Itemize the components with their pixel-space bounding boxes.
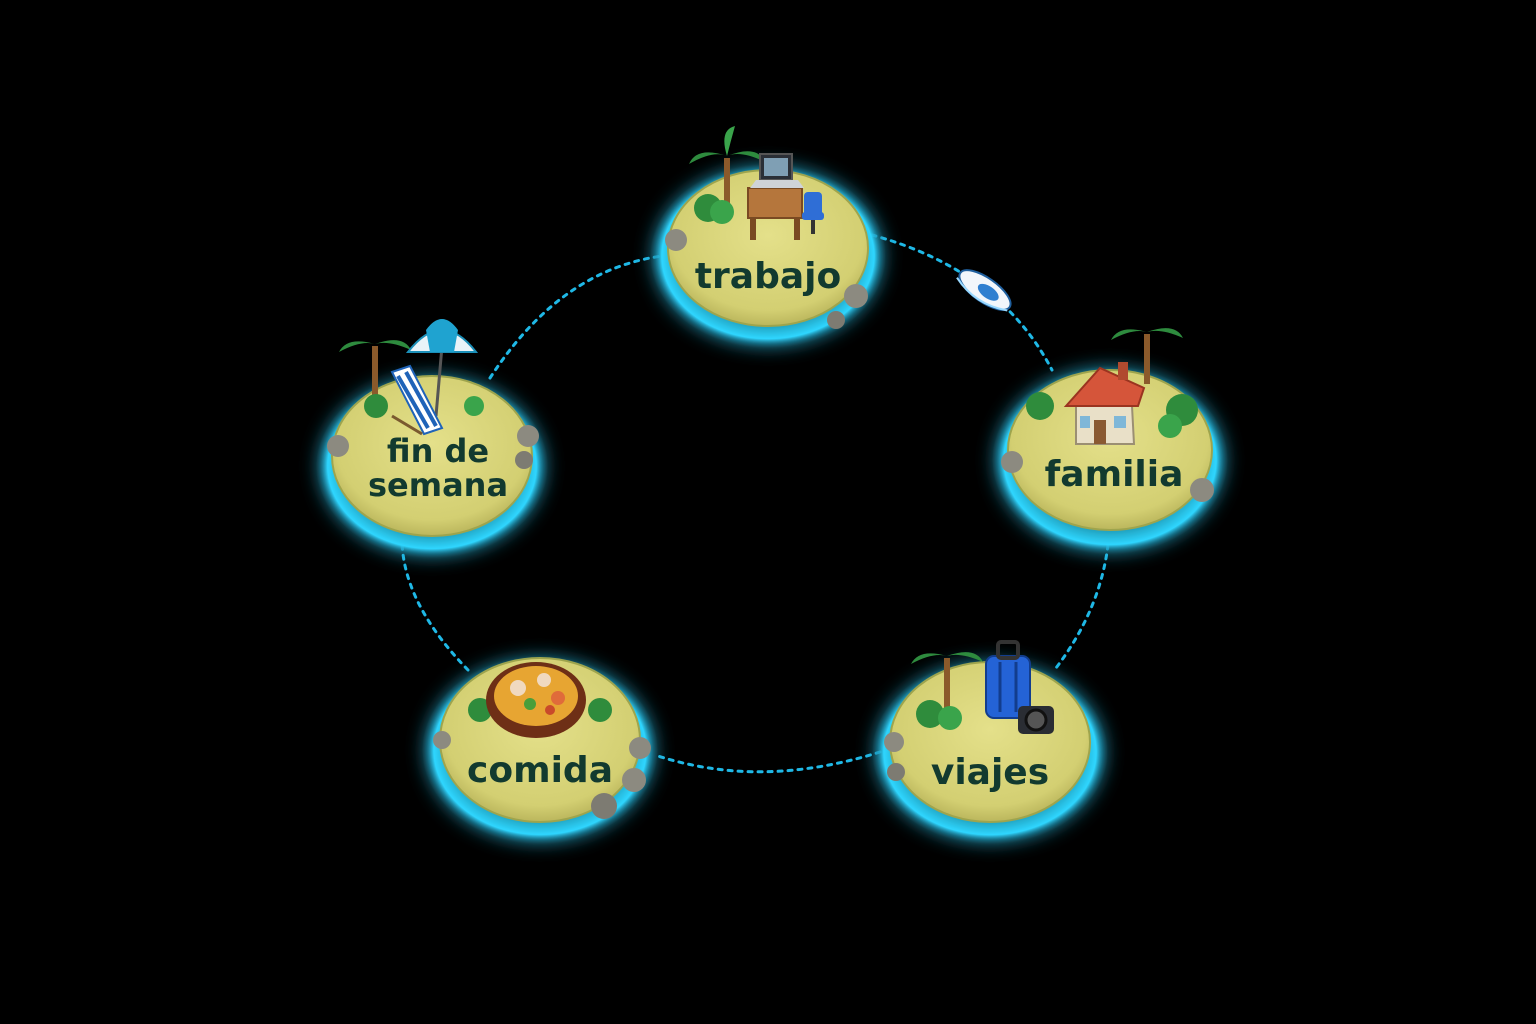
palm-tree-icon [1026,328,1198,438]
rock [517,425,539,447]
rock [622,768,646,792]
rock [884,732,904,752]
island-fin-de-semana[interactable]: fin de semana [316,319,548,558]
paella-icon [468,662,612,738]
beach-chair-umbrella-icon [390,319,479,436]
rock [844,284,868,308]
route-fin-de-semana-trabajo [488,254,664,380]
rock [1190,478,1214,502]
rock [327,435,349,457]
route-viajes-comida [653,750,882,774]
island-viajes[interactable]: viajes [872,640,1108,844]
palm-tree-icon [911,652,983,730]
rock [433,731,451,749]
island-label-trabajo: trabajo [695,256,841,297]
rock [1001,451,1023,473]
suitcase-camera-icon [985,640,1054,734]
route-trabajo-familia [870,233,1054,372]
rock [515,451,533,469]
laptop-desk-icon [747,153,824,240]
rock [665,229,687,251]
island-familia[interactable]: familia [992,328,1228,554]
palm-tree-icon [689,126,765,224]
rock [629,737,651,759]
island-label-viajes: viajes [931,752,1049,793]
island-sand [1007,369,1213,531]
rock [887,763,905,781]
island-label-fin-de-semana-line1: fin de [387,432,489,470]
island-label-fin-de-semana-line2: semana [368,466,508,504]
island-trabajo[interactable]: trabajo [650,126,886,348]
house-icon [1063,362,1146,445]
rock [591,793,617,819]
palm-tree-icon [339,340,484,418]
island-label-comida: comida [467,750,613,791]
rock [827,311,845,329]
boat-icon [956,269,1012,312]
island-label-familia: familia [1045,454,1184,495]
route-familia-viajes [1054,543,1110,670]
island-comida[interactable]: comida [422,656,658,844]
